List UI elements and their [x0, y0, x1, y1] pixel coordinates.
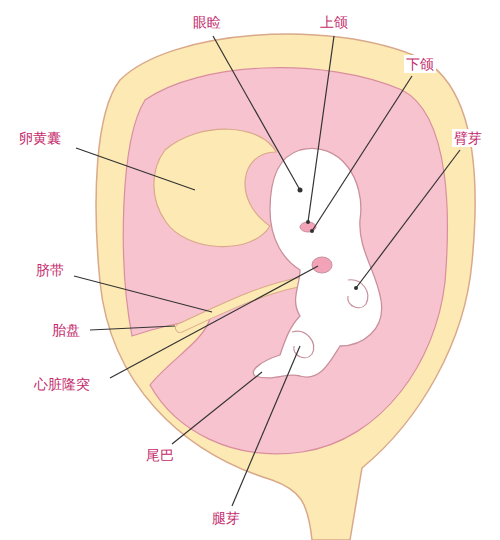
part-label: 胎盘 [50, 321, 82, 339]
leader-dots [298, 188, 359, 291]
umbilical-cord-outline [180, 282, 300, 328]
yolk-sac [154, 129, 276, 246]
part-label: 上颌 [318, 13, 350, 31]
part-label: 心脏隆突 [32, 375, 92, 393]
umbilical-cord [180, 282, 300, 328]
leader-lines [74, 36, 460, 506]
part-label: 尾巴 [144, 446, 176, 464]
embryo-body [253, 148, 381, 378]
part-label: 卵黄囊 [17, 129, 63, 147]
part-label: 臂芽 [452, 129, 484, 147]
part-label: 脐带 [34, 261, 66, 279]
amniotic-cavity [123, 68, 447, 454]
leg-bud [292, 331, 314, 357]
part-label: 腿芽 [210, 509, 242, 527]
outer-sac [96, 34, 475, 540]
part-label: 下颌 [404, 55, 436, 73]
arm-bud [348, 280, 368, 308]
heart-bulge [312, 257, 332, 273]
part-label: 眼睑 [191, 13, 223, 31]
